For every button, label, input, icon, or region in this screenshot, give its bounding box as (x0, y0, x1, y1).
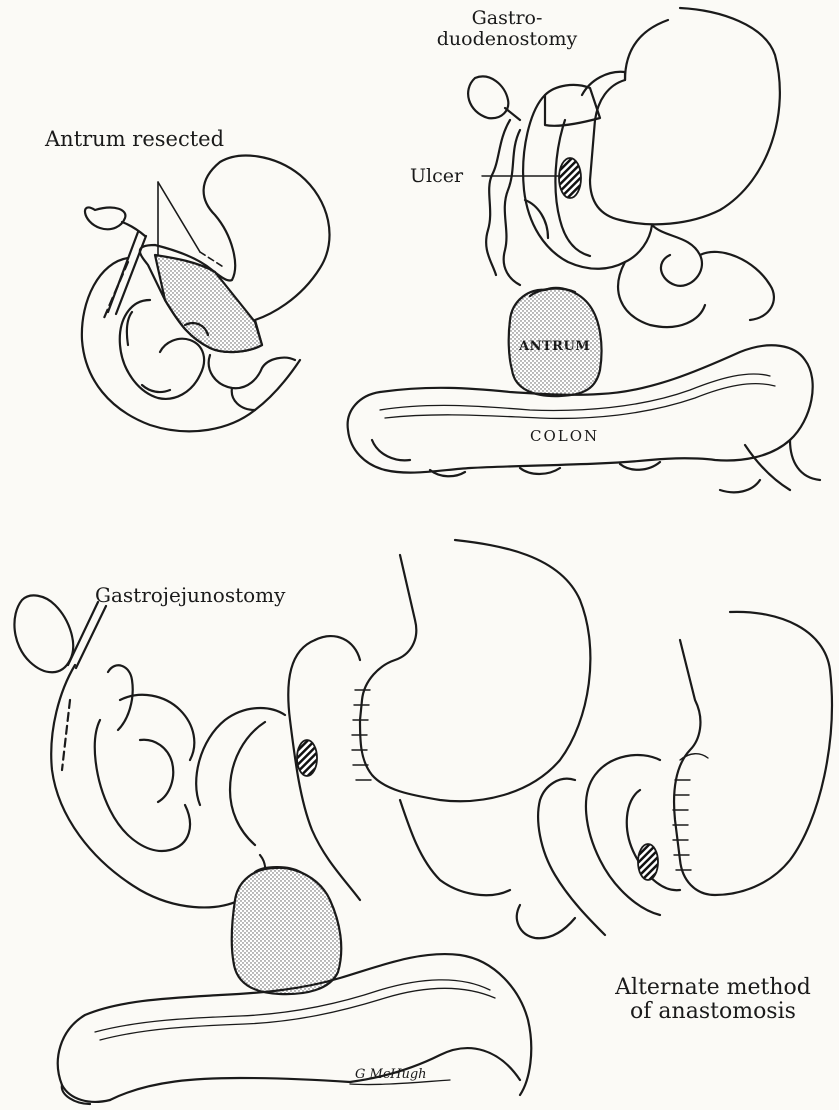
label-colon: COLON (530, 428, 599, 445)
pancreas-3 (95, 695, 195, 851)
gallbladder-2 (468, 77, 508, 119)
stomach-3 (360, 540, 590, 801)
panel-antrum-resected (82, 156, 330, 432)
stomach-2 (582, 8, 780, 224)
label-antrum: ANTRUM (519, 340, 590, 354)
pancreas-2 (486, 120, 548, 285)
gallbladder-3 (14, 595, 73, 672)
panel-alternate-method (517, 612, 832, 938)
artist-signature: G McHugh (355, 1068, 427, 1082)
label-gastroduodenostomy: Gastro- duodenostomy (432, 8, 582, 50)
ulcer-4 (638, 844, 658, 880)
label-alternate-line1: Alternate method (588, 976, 838, 1000)
label-gastrojejunostomy: Gastrojejunostomy (95, 584, 285, 606)
duodenum-3 (51, 665, 265, 907)
label-ulcer: Ulcer (410, 166, 463, 187)
panel-gastrojejunostomy (14, 540, 590, 1104)
label-gastroduodenostomy-line1: Gastro- (432, 8, 582, 29)
ulcer-2 (559, 158, 581, 198)
label-antrum-resected: Antrum resected (45, 128, 224, 151)
resected-antrum (155, 255, 262, 352)
label-gastroduodenostomy-line2: duodenostomy (432, 29, 582, 50)
panel-gastroduodenostomy (348, 8, 820, 492)
ulcer-3 (297, 740, 317, 776)
label-alternate-method: Alternate method of anastomosis (588, 976, 838, 1024)
gallbladder-1 (85, 207, 125, 229)
label-alternate-line2: of anastomosis (588, 1000, 838, 1024)
antrum-specimen-3 (232, 868, 342, 994)
